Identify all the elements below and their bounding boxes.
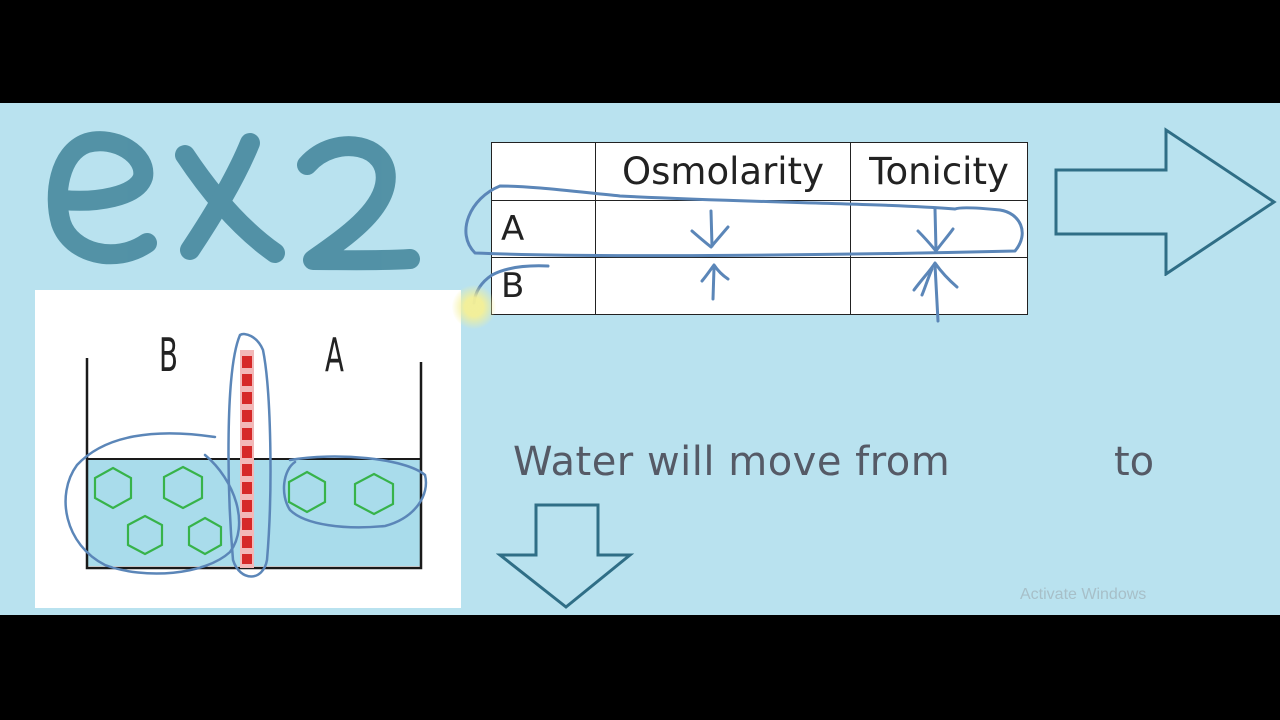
water-movement-sentence: Water will move from xyxy=(513,439,951,485)
diagram-label-b: B xyxy=(159,328,178,382)
table-cell-a-osmolarity xyxy=(595,200,851,258)
right-arrow-icon xyxy=(1054,127,1277,276)
table-header-blank xyxy=(491,142,596,201)
osmosis-diagram: B A xyxy=(35,290,461,608)
annotation-loop-membrane xyxy=(227,332,272,578)
down-arrow-icon xyxy=(496,503,635,609)
pointer-highlight xyxy=(452,285,496,329)
table-cell-b-tonicity xyxy=(850,257,1028,315)
solute-hexagon xyxy=(287,470,327,514)
lesson-slide: Osmolarity Tonicity A B xyxy=(0,103,1280,615)
table-cell-b-osmolarity xyxy=(595,257,851,315)
activate-windows-watermark: Activate Windows xyxy=(1020,586,1147,603)
solute-hexagon xyxy=(93,466,133,510)
beaker-drawing xyxy=(64,332,428,578)
table-header-osmolarity: Osmolarity xyxy=(595,142,851,201)
solute-hexagon xyxy=(126,514,164,556)
table-row-a: A xyxy=(491,200,1028,258)
membrane xyxy=(240,350,254,568)
table-header-tonicity: Tonicity xyxy=(850,142,1028,201)
osmolarity-tonicity-table: Osmolarity Tonicity A B xyxy=(491,142,1028,315)
annotation-loop-right xyxy=(282,455,428,529)
table-header-row: Osmolarity Tonicity xyxy=(491,142,1028,201)
annotation-loop-left xyxy=(64,432,241,575)
table-cell-a-tonicity xyxy=(850,200,1028,258)
table-row-label-b: B xyxy=(491,257,596,315)
table-row-b: B xyxy=(491,257,1028,315)
water-movement-to: to xyxy=(1114,439,1155,485)
table-row-label-a: A xyxy=(491,200,596,258)
handwritten-title-ex2 xyxy=(47,131,420,271)
diagram-label-a: A xyxy=(325,328,344,382)
solute-hexagon xyxy=(162,465,204,510)
solute-hexagon xyxy=(187,516,223,556)
solute-hexagon xyxy=(353,472,395,516)
